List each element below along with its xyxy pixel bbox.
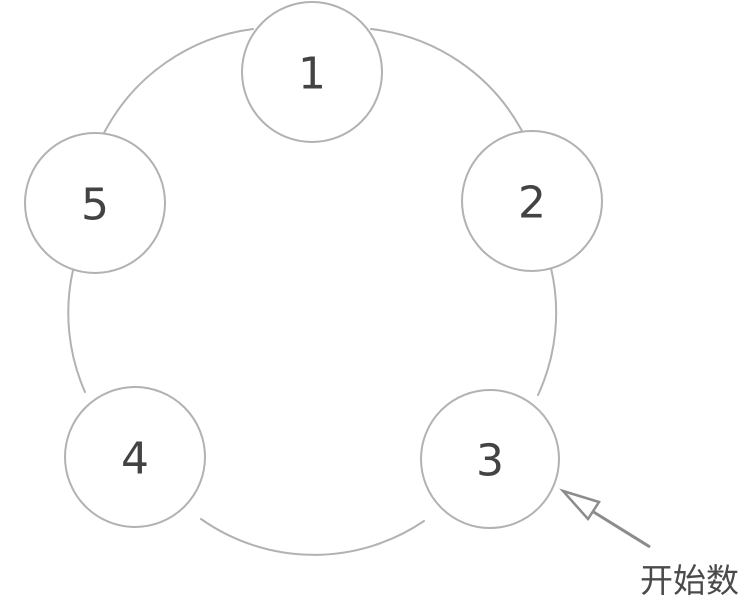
node-5-label: 5 — [81, 180, 109, 231]
ring-nodes: 1 2 3 4 5 — [24, 1, 603, 529]
node-2-circle[interactable] — [461, 130, 603, 272]
node-5-circle[interactable] — [24, 132, 166, 274]
node-1-label: 1 — [298, 49, 326, 100]
link-3-to-4 — [200, 518, 425, 556]
link-2-to-3 — [537, 267, 558, 396]
node-4-label: 4 — [121, 434, 149, 485]
node-5[interactable]: 5 — [24, 132, 166, 274]
node-3[interactable]: 3 — [420, 389, 560, 529]
link-1-to-2 — [370, 28, 523, 132]
node-3-circle[interactable] — [420, 389, 560, 529]
node-4-circle[interactable] — [64, 386, 206, 528]
node-2-label: 2 — [518, 178, 546, 229]
link-4-to-5 — [67, 269, 86, 393]
node-1-circle[interactable] — [241, 1, 383, 143]
node-3-label: 3 — [476, 436, 504, 487]
annotation-label: 开始数 — [640, 561, 739, 600]
node-4[interactable]: 4 — [64, 386, 206, 528]
start-annotation: 开始数 — [559, 488, 739, 600]
annotation-arrow-shaft — [591, 509, 651, 549]
link-5-to-1 — [103, 28, 254, 134]
node-1[interactable]: 1 — [241, 1, 383, 143]
ring-links — [67, 28, 558, 556]
node-2[interactable]: 2 — [461, 130, 603, 272]
annotation-arrow-head-icon — [559, 488, 601, 522]
